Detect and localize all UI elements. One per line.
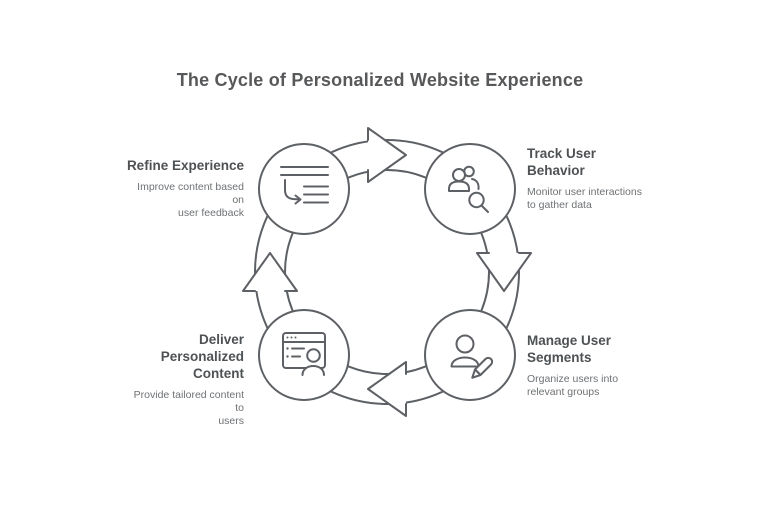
user-with-pencil-icon — [450, 334, 494, 379]
users-with-magnifier-icon — [448, 165, 489, 213]
node-description: Provide tailored content to users — [133, 389, 244, 427]
node-circle-manage-user-segments — [424, 309, 516, 401]
node-title: Deliver Personalized Content — [160, 332, 244, 381]
left-arrow-clockwise-icon — [242, 252, 298, 292]
page-title: The Cycle of Personalized Website Experi… — [176, 70, 584, 90]
browser-window-user-icon — [282, 332, 326, 376]
right-arrow-clockwise-icon — [476, 252, 532, 292]
cycle-ring-inner-edge — [284, 169, 490, 375]
node-description: Monitor user interactions to gather data — [527, 186, 642, 211]
top-arrow-clockwise-icon — [367, 127, 407, 183]
node-title: Track User Behavior — [527, 146, 597, 178]
list-with-redo-arrow-icon — [280, 166, 329, 205]
node-circle-refine-experience — [258, 143, 350, 235]
node-label-track-user-behavior: Track User Behavior Monitor user interac… — [527, 145, 647, 212]
node-circle-track-user-behavior — [424, 143, 516, 235]
cycle-ring — [254, 139, 520, 405]
bottom-arrow-clockwise-icon — [367, 361, 407, 417]
node-title: Refine Experience — [126, 158, 244, 173]
node-label-manage-user-segments: Manage User Segments Organize users into… — [527, 332, 647, 399]
node-circle-deliver-personalized-content — [258, 309, 350, 401]
node-description: Improve content based on user feedback — [137, 181, 244, 219]
node-title: Manage User Segments — [527, 333, 612, 365]
node-label-deliver-personalized-content: Deliver Personalized Content Provide tai… — [124, 331, 244, 428]
cycle-ring-outer-edge — [254, 139, 520, 405]
node-label-refine-experience: Refine Experience Improve content based … — [124, 157, 244, 220]
node-description: Organize users into relevant groups — [527, 373, 619, 398]
